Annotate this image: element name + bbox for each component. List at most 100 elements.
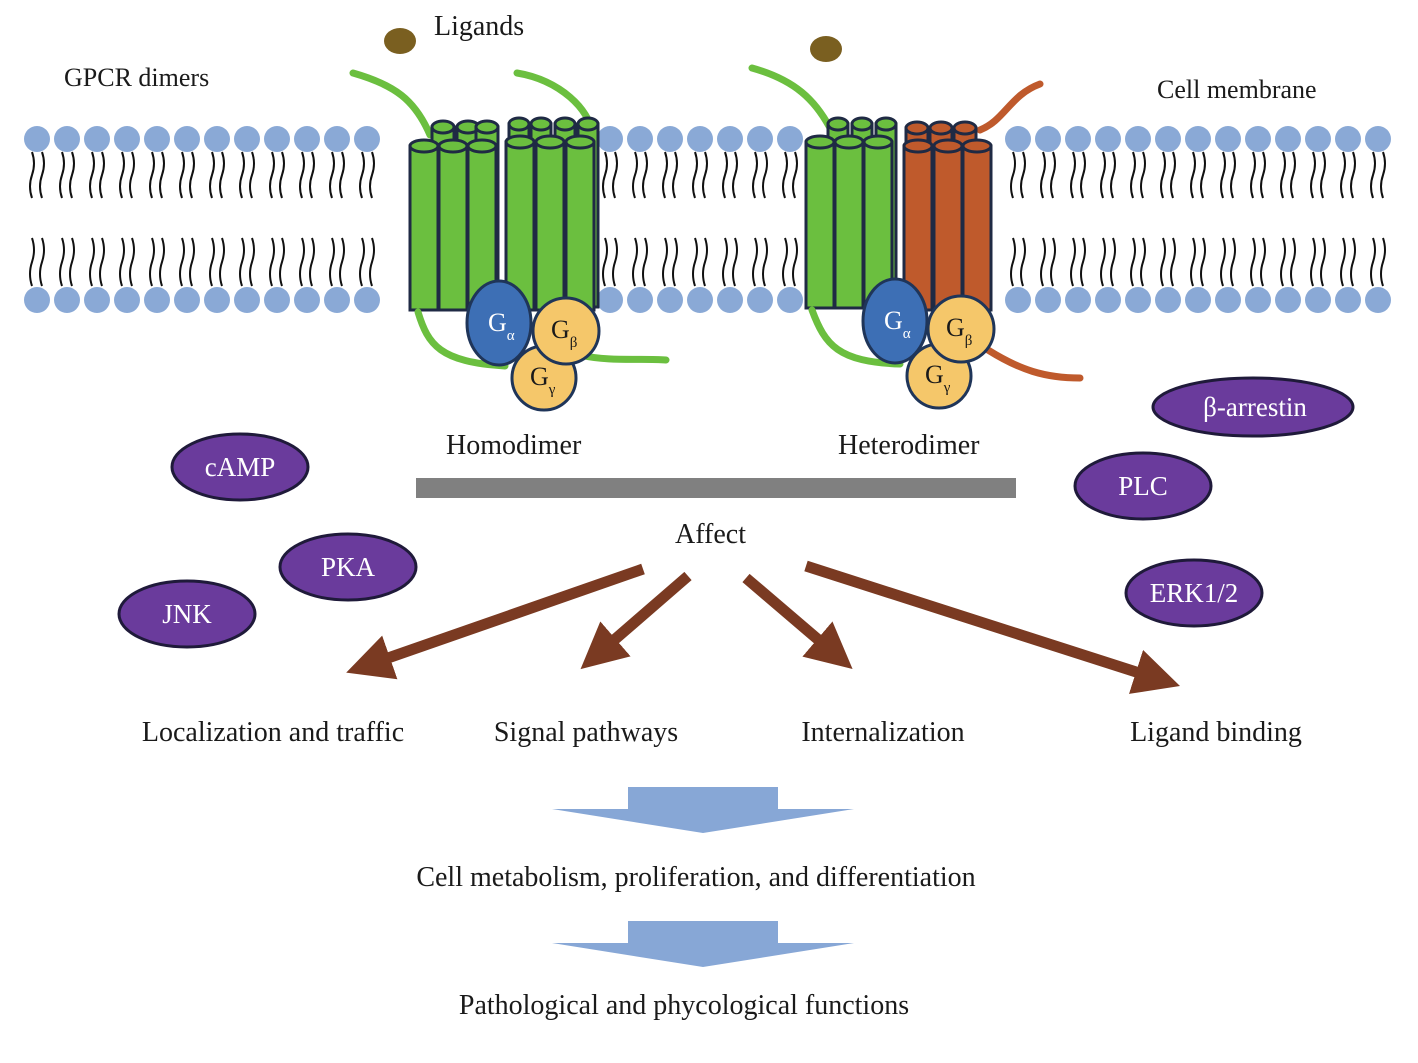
svg-text:Gβ: Gβ	[551, 315, 577, 351]
lipid-head	[174, 287, 200, 313]
lipid-tail	[299, 237, 305, 287]
lipid-head	[1035, 126, 1061, 152]
lipid-tail	[1320, 151, 1326, 199]
lipid-tail	[602, 151, 608, 199]
affect-bar	[416, 478, 1016, 498]
lipid-tail	[1380, 151, 1386, 199]
effect-signal-pathways: Signal pathways	[494, 717, 678, 748]
molecule-camp-label: cAMP	[205, 452, 276, 482]
lipid-tail	[1370, 237, 1376, 287]
lipid-head	[657, 287, 683, 313]
lipid-head	[1095, 126, 1121, 152]
lipid-head	[204, 126, 230, 152]
g-beta-sub: β	[965, 333, 973, 349]
lipid-head	[1365, 126, 1391, 152]
lipid-tail	[732, 237, 738, 287]
lipid-tail	[1250, 237, 1256, 287]
lipid-tail	[1230, 151, 1236, 199]
helix-cap	[430, 119, 456, 135]
lipid-tail	[1160, 237, 1166, 287]
lipid-tail	[1160, 151, 1166, 199]
helix-cap	[928, 120, 954, 136]
helix-cap	[904, 120, 930, 136]
lipid-head	[1215, 126, 1241, 152]
lipid-tail	[159, 237, 165, 287]
effect-internalization: Internalization	[801, 717, 964, 748]
transmembrane-helix	[833, 140, 865, 310]
lipid-head	[114, 126, 140, 152]
helix-cap	[564, 134, 596, 150]
lipid-tail	[189, 151, 195, 199]
arrow-to-internalization	[742, 573, 853, 670]
transmembrane-helix	[408, 144, 440, 312]
lipid-head	[324, 287, 350, 313]
lipid-tail	[1040, 151, 1046, 199]
lipid-tail	[119, 151, 125, 199]
molecule-jnk-label: JNK	[162, 599, 212, 629]
lipid-tail	[662, 237, 668, 287]
lipid-head	[54, 126, 80, 152]
lipid-tail	[1020, 151, 1026, 199]
g-alpha-sub: α	[507, 328, 515, 344]
lipid-head	[1245, 287, 1271, 313]
lipid-tail	[1080, 151, 1086, 199]
lipid-head	[1305, 287, 1331, 313]
heterodimer-label: Heterodimer	[838, 430, 980, 461]
lipid-head	[354, 126, 380, 152]
helix-cap	[826, 116, 850, 132]
lipid-head	[597, 287, 623, 313]
g-protein-heterodimer: Gα Gγ Gβ	[861, 277, 996, 410]
lipid-tail	[179, 237, 185, 287]
lipid-tail	[149, 151, 155, 199]
svg-text:Gβ: Gβ	[946, 313, 972, 349]
lipid-head	[294, 126, 320, 152]
helix-cap	[437, 138, 469, 154]
lipid-tail	[1190, 237, 1196, 287]
g-beta-subunit	[531, 296, 601, 366]
lipid-tail	[1290, 151, 1296, 199]
lipid-tail	[732, 151, 738, 199]
lipid-head	[627, 287, 653, 313]
lipid-tail	[1250, 151, 1256, 199]
lipid-head	[1275, 126, 1301, 152]
lipid-tail	[1280, 237, 1286, 287]
arrow-to-localization	[346, 563, 645, 680]
lipid-tail	[1010, 151, 1016, 199]
c-terminus-tail-orange	[984, 346, 1084, 382]
molecule-beta-arrestin: β-arrestin	[1151, 376, 1355, 438]
lipid-tail	[1110, 237, 1116, 287]
lipid-head	[1215, 287, 1241, 313]
lipid-tail	[722, 151, 728, 199]
lipid-tail	[1140, 237, 1146, 287]
lipid-tail	[1320, 237, 1326, 287]
molecule-erk-label: ERK1/2	[1150, 578, 1239, 608]
molecule-beta-arrestin-label: β-arrestin	[1203, 392, 1307, 422]
lipid-tail	[722, 237, 728, 287]
lipid-tail	[219, 151, 225, 199]
outcome-cell-metabolism: Cell metabolism, proliferation, and diff…	[416, 862, 975, 893]
lipid-head	[1185, 126, 1211, 152]
helix-cap	[932, 138, 964, 154]
lipid-tail	[1380, 237, 1386, 287]
lipid-tail	[69, 151, 75, 199]
g-alpha-subunit	[861, 277, 929, 365]
lipid-tail	[1010, 237, 1016, 287]
lipid-head	[1125, 287, 1151, 313]
lipid-tail	[1260, 237, 1266, 287]
lipid-tail	[792, 151, 798, 199]
lipid-tail	[1220, 237, 1226, 287]
lipid-tail	[602, 237, 608, 287]
lipid-tail	[269, 237, 275, 287]
molecule-erk: ERK1/2	[1124, 558, 1264, 628]
lipid-head	[1245, 126, 1271, 152]
lipid-head	[747, 287, 773, 313]
transmembrane-helix	[932, 144, 964, 312]
helix-cap	[408, 138, 440, 154]
g-gamma-label: G	[925, 360, 944, 389]
lipid-head	[354, 287, 380, 313]
lipid-tail	[249, 151, 255, 199]
lipid-tail	[1110, 151, 1116, 199]
n-terminus-tail-left	[349, 69, 434, 139]
helix-cap	[862, 134, 894, 150]
lipid-tail	[672, 237, 678, 287]
